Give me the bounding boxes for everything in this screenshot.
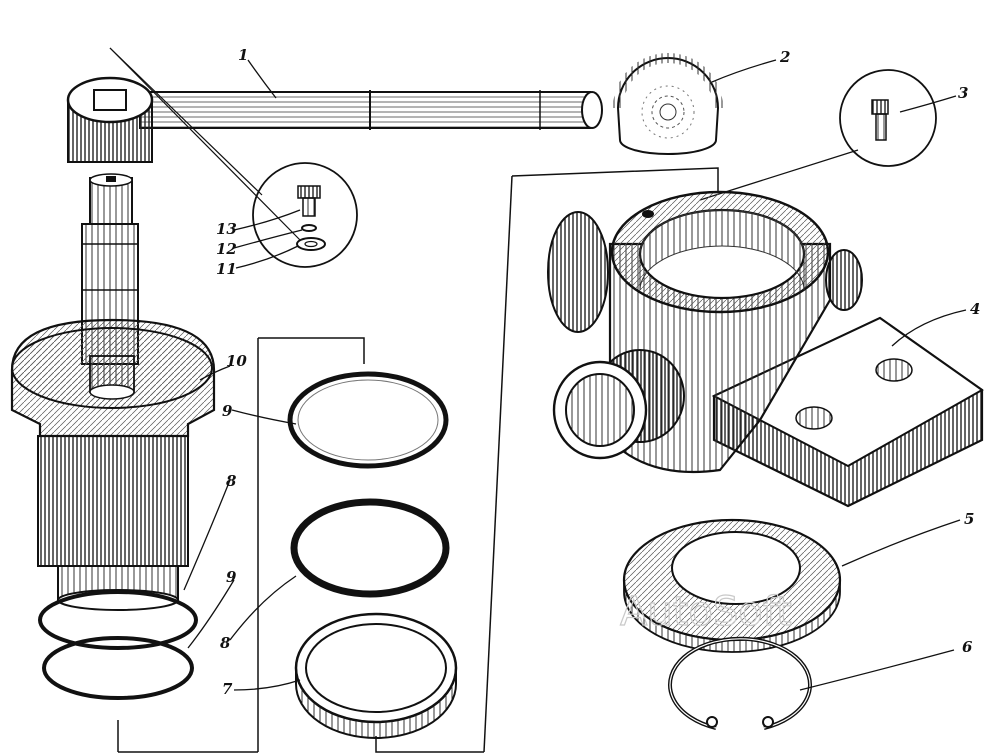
callout-10: 10 bbox=[226, 352, 247, 370]
callout-8b: 8 bbox=[220, 634, 231, 652]
snap-ring-6 bbox=[668, 636, 812, 730]
steering-knuckle-part bbox=[547, 190, 984, 508]
callout-4: 4 bbox=[970, 300, 980, 318]
bolt-washer-detail bbox=[109, 47, 358, 268]
callout-7: 7 bbox=[222, 680, 233, 698]
thrust-washer-5 bbox=[622, 518, 842, 653]
callout-12: 12 bbox=[216, 240, 237, 258]
callout-11: 11 bbox=[216, 260, 237, 278]
seal-ring-8 bbox=[290, 498, 450, 598]
cap-part bbox=[613, 53, 723, 155]
callout-6: 6 bbox=[962, 638, 973, 656]
callout-numbers: 1 2 3 4 5 6 7 8 8 9 9 10 11 12 13 bbox=[216, 46, 980, 698]
king-pin-assembly bbox=[10, 173, 216, 611]
leader-lines bbox=[183, 59, 967, 691]
knuckle-group-bracket bbox=[483, 167, 719, 753]
callout-13: 13 bbox=[216, 220, 237, 238]
grease-nipple-part bbox=[699, 69, 937, 201]
seal-ring-9 bbox=[287, 371, 449, 469]
ring-group-bracket bbox=[117, 337, 484, 753]
callout-2: 2 bbox=[779, 48, 790, 66]
lower-seal-rings bbox=[38, 590, 198, 700]
watermark-text: AutoSoft bbox=[620, 589, 792, 635]
callout-9a: 9 bbox=[222, 402, 233, 420]
callout-1: 1 bbox=[238, 46, 248, 64]
bearing-race-7 bbox=[294, 612, 458, 739]
wrench-handle-part bbox=[66, 76, 603, 163]
callout-5: 5 bbox=[964, 510, 974, 528]
callout-9b: 9 bbox=[226, 568, 237, 586]
callout-8a: 8 bbox=[226, 472, 237, 490]
callout-3: 3 bbox=[958, 84, 968, 102]
